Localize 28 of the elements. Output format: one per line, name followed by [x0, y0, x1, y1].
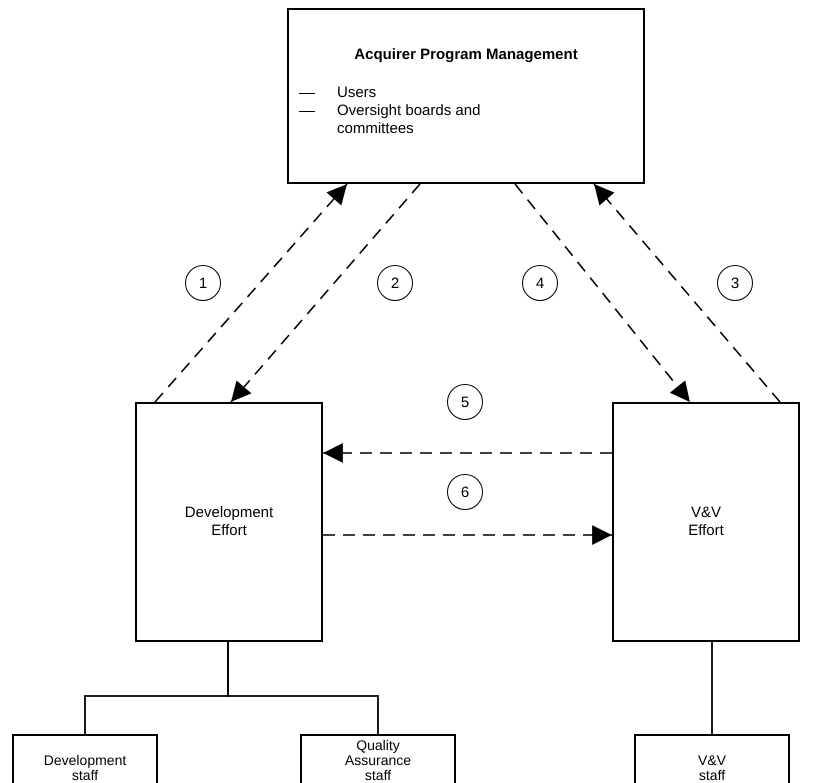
connector-line: [227, 642, 379, 734]
list-item-text: Users: [337, 84, 376, 102]
box-label: V&V staff: [696, 753, 727, 783]
edge-label: 5: [447, 384, 483, 420]
box-title: Acquirer Program Management: [354, 46, 578, 64]
process-box: [612, 402, 800, 642]
box-label: Quality Assurance staff: [344, 738, 412, 783]
staff-box: [300, 734, 456, 783]
arrow: [593, 183, 781, 403]
edge-label: 2: [377, 265, 413, 301]
edge-label: 1: [185, 265, 221, 301]
arrow: [154, 183, 348, 403]
connector-line: [711, 642, 713, 734]
arrow: [514, 184, 691, 402]
arrow: [230, 183, 421, 403]
list-item-text: Oversight boards and committees: [337, 102, 482, 138]
box-label: V&V Effort: [687, 504, 725, 540]
staff-box: [12, 734, 158, 783]
edge-label: 6: [447, 474, 483, 510]
box-label: Development staff: [42, 753, 128, 783]
edge-label: 4: [522, 265, 558, 301]
arrow: [323, 443, 612, 463]
arrow: [323, 525, 612, 545]
process-box: [135, 402, 323, 642]
staff-box: [634, 734, 790, 783]
box-label: Development Effort: [184, 504, 274, 540]
edge-label: 3: [717, 265, 753, 301]
header-box: [287, 8, 645, 184]
